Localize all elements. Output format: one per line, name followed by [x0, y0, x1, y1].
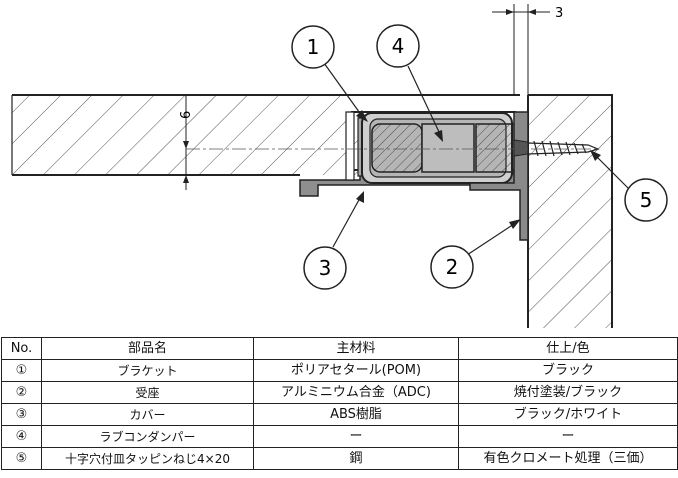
damper-cylinder: [371, 123, 515, 173]
cell-material: ポリアセタール(POM): [253, 359, 459, 382]
cell-part-name: ブラケット: [41, 359, 254, 382]
cell-no: ②: [1, 381, 42, 404]
table-row: ② 受座 アルミニウム合金（ADC) 焼付塗装/ブラック: [1, 381, 678, 404]
cell-finish: ー: [458, 425, 678, 448]
callout-5: 5: [590, 150, 668, 222]
callout-2-label: 2: [446, 255, 459, 279]
cell-material: 鋼: [253, 447, 459, 470]
callout-3-label: 3: [319, 256, 332, 280]
cell-finish: ブラック: [458, 359, 678, 382]
table-row: ⑤ 十字穴付皿タッピンねじ4×20 鋼 有色クロメート処理（三価）: [1, 447, 678, 470]
receiver-part: [469, 111, 529, 241]
header-material: 主材料: [253, 337, 459, 360]
cell-part-name: 十字穴付皿タッピンねじ4×20: [41, 447, 254, 470]
cabinet-side-panel: [527, 94, 613, 328]
table-row: ④ ラブコンダンパー ー ー: [1, 425, 678, 448]
header-no: No.: [1, 337, 42, 360]
cell-finish: 焼付塗装/ブラック: [458, 381, 678, 404]
cell-no: ④: [1, 425, 42, 448]
cell-finish: ブラック/ホワイト: [458, 403, 678, 426]
callout-2: 2: [430, 219, 521, 289]
header-part-name: 部品名: [41, 337, 254, 360]
callout-5-label: 5: [640, 188, 653, 212]
cell-material: ABS樹脂: [253, 403, 459, 426]
callout-1: 1: [291, 25, 368, 122]
table-row: ③ カバー ABS樹脂 ブラック/ホワイト: [1, 403, 678, 426]
table-header-row: No. 部品名 主材料 仕上/色: [1, 337, 678, 360]
cell-material: ー: [253, 425, 459, 448]
cell-part-name: 受座: [41, 381, 254, 404]
cell-part-name: ラブコンダンパー: [41, 425, 254, 448]
cell-no: ①: [1, 359, 42, 382]
cell-part-name: カバー: [41, 403, 254, 426]
callout-4: 4: [376, 24, 443, 142]
callout-1-label: 1: [307, 35, 320, 59]
header-finish: 仕上/色: [458, 337, 678, 360]
callout-3: 3: [303, 191, 364, 290]
parts-table: No. 部品名 主材料 仕上/色 ① ブラケット ポリアセタール(POM) ブラ…: [1, 337, 678, 470]
gap-dimension: 3: [492, 4, 563, 95]
cell-no: ⑤: [1, 447, 42, 470]
height-dimension: 6: [178, 95, 196, 190]
cell-finish: 有色クロメート処理（三価）: [458, 447, 678, 470]
cell-material: アルミニウム合金（ADC): [253, 381, 459, 404]
callout-4-label: 4: [392, 34, 405, 58]
height-dimension-label: 6: [179, 111, 194, 119]
table-row: ① ブラケット ポリアセタール(POM) ブラック: [1, 359, 678, 382]
cell-no: ③: [1, 403, 42, 426]
screw-part: [513, 139, 600, 157]
assembly-section-drawing: 3 6 1 4 3 2 5: [11, 4, 668, 328]
gap-dimension-label: 3: [555, 6, 563, 21]
